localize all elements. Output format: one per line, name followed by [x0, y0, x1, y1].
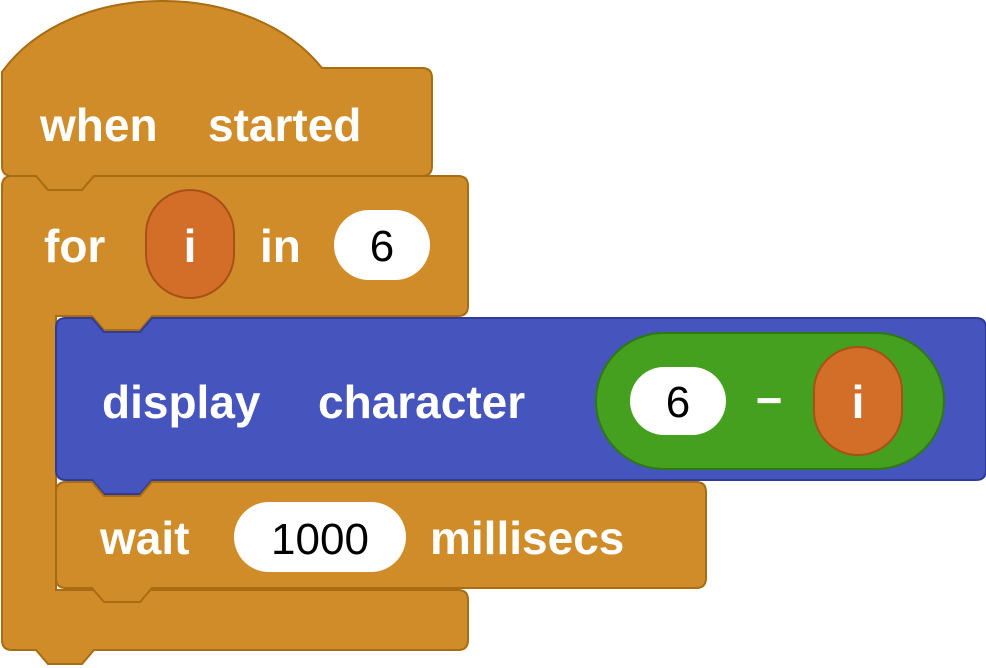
wait-block[interactable]: wait 1000 millisecs [55, 481, 707, 603]
subtract-left-input[interactable]: 6 [630, 367, 726, 435]
wait-label: wait [99, 512, 189, 564]
for-loop-block-shape [1, 175, 469, 665]
subtract-right-variable[interactable]: i [813, 346, 903, 456]
loop-variable-shape [145, 189, 235, 299]
subtract-variable-name: i [852, 376, 865, 428]
for-loop-block[interactable]: for i in 6 [1, 175, 469, 665]
subtract-left-slot [630, 367, 726, 435]
display-character-block[interactable]: display character 6 − i [55, 317, 986, 495]
subtract-left-value: 6 [666, 378, 690, 427]
loop-variable-name: i [184, 220, 197, 272]
in-label: in [260, 220, 301, 272]
hat-label-started: started [208, 99, 361, 151]
loop-count-value: 6 [370, 222, 394, 271]
millisecs-label: millisecs [430, 512, 624, 564]
when-started-hat-block[interactable]: when started [0, 0, 433, 191]
wait-amount-input[interactable]: 1000 [234, 502, 406, 572]
loop-count-slot [334, 210, 430, 280]
loop-count-input[interactable]: 6 [334, 210, 430, 280]
subtract-variable-shape [813, 346, 903, 456]
display-label: display [102, 376, 261, 428]
wait-amount-value: 1000 [271, 515, 369, 564]
loop-variable-i[interactable]: i [145, 189, 235, 299]
character-label: character [318, 376, 525, 428]
hat-label-when: when [39, 99, 158, 151]
minus-operator: − [756, 374, 783, 426]
hat-block-shape [0, 0, 433, 191]
wait-amount-slot [234, 502, 406, 572]
for-label: for [44, 220, 105, 272]
subtract-reporter[interactable]: 6 − i [595, 332, 945, 470]
